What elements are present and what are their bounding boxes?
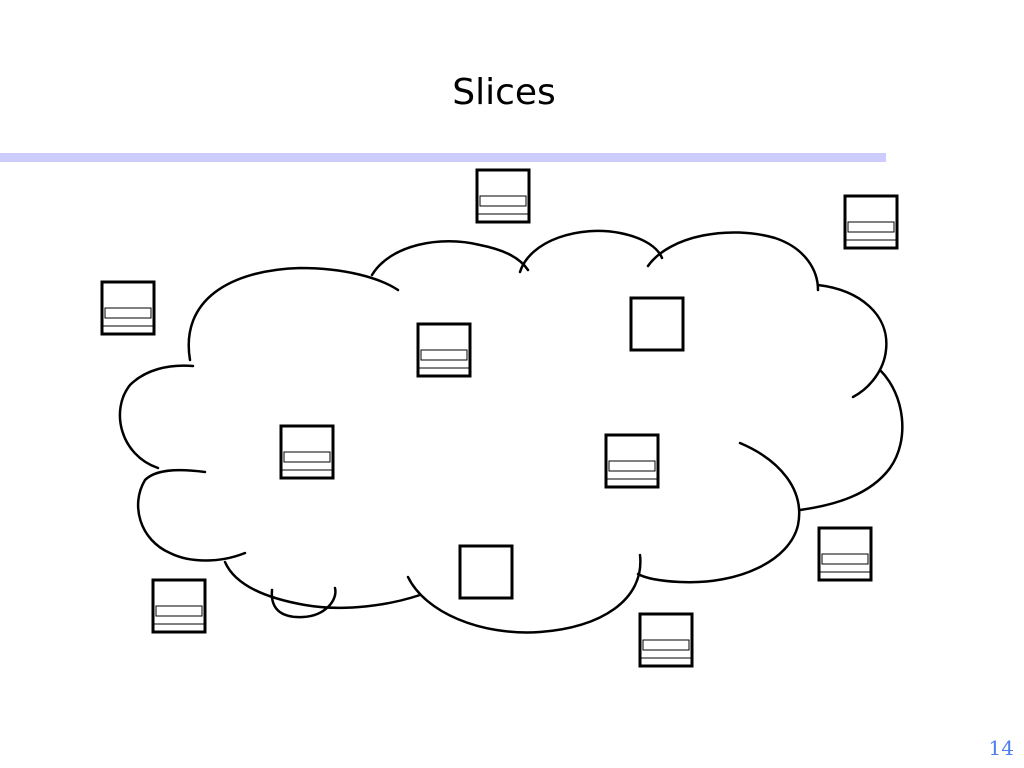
cloud-lobe-top-left (187, 266, 400, 362)
host-node-right (817, 526, 873, 582)
cloud-lobe-left (118, 364, 195, 470)
network-cloud (118, 229, 904, 634)
host-node-inner-upper (416, 322, 472, 378)
host-node-bottom (638, 612, 694, 668)
host-node-inner-right (604, 433, 660, 489)
host-node-top-right (843, 194, 899, 250)
cloud-lobe-left-lower (136, 468, 247, 562)
cloud-lobe-right (798, 368, 904, 512)
cloud-lobe-top-mid (370, 240, 530, 277)
host-node-inner-left (279, 424, 335, 480)
host-node-bottom-left (151, 578, 207, 634)
page-number: 14 (988, 736, 1014, 760)
host-node-empty-upper (629, 296, 685, 352)
host-node-top (475, 168, 531, 224)
host-node-left (100, 280, 156, 336)
cloud-lobe-right-lower (636, 441, 801, 584)
slide-title: Slices (452, 72, 556, 113)
cloud-lobe-top-right (646, 231, 820, 292)
title-divider (0, 153, 886, 162)
host-nodes (100, 168, 899, 668)
cloud-lobe-bottom-left (223, 560, 422, 610)
host-node-empty-lower (458, 544, 514, 600)
cloud-lobe-top-center (518, 229, 664, 274)
cloud-lobe-small-bottom (270, 586, 337, 619)
cloud-lobe-right-upper (816, 283, 888, 399)
cloud-lobe-bottom-center (406, 553, 642, 634)
